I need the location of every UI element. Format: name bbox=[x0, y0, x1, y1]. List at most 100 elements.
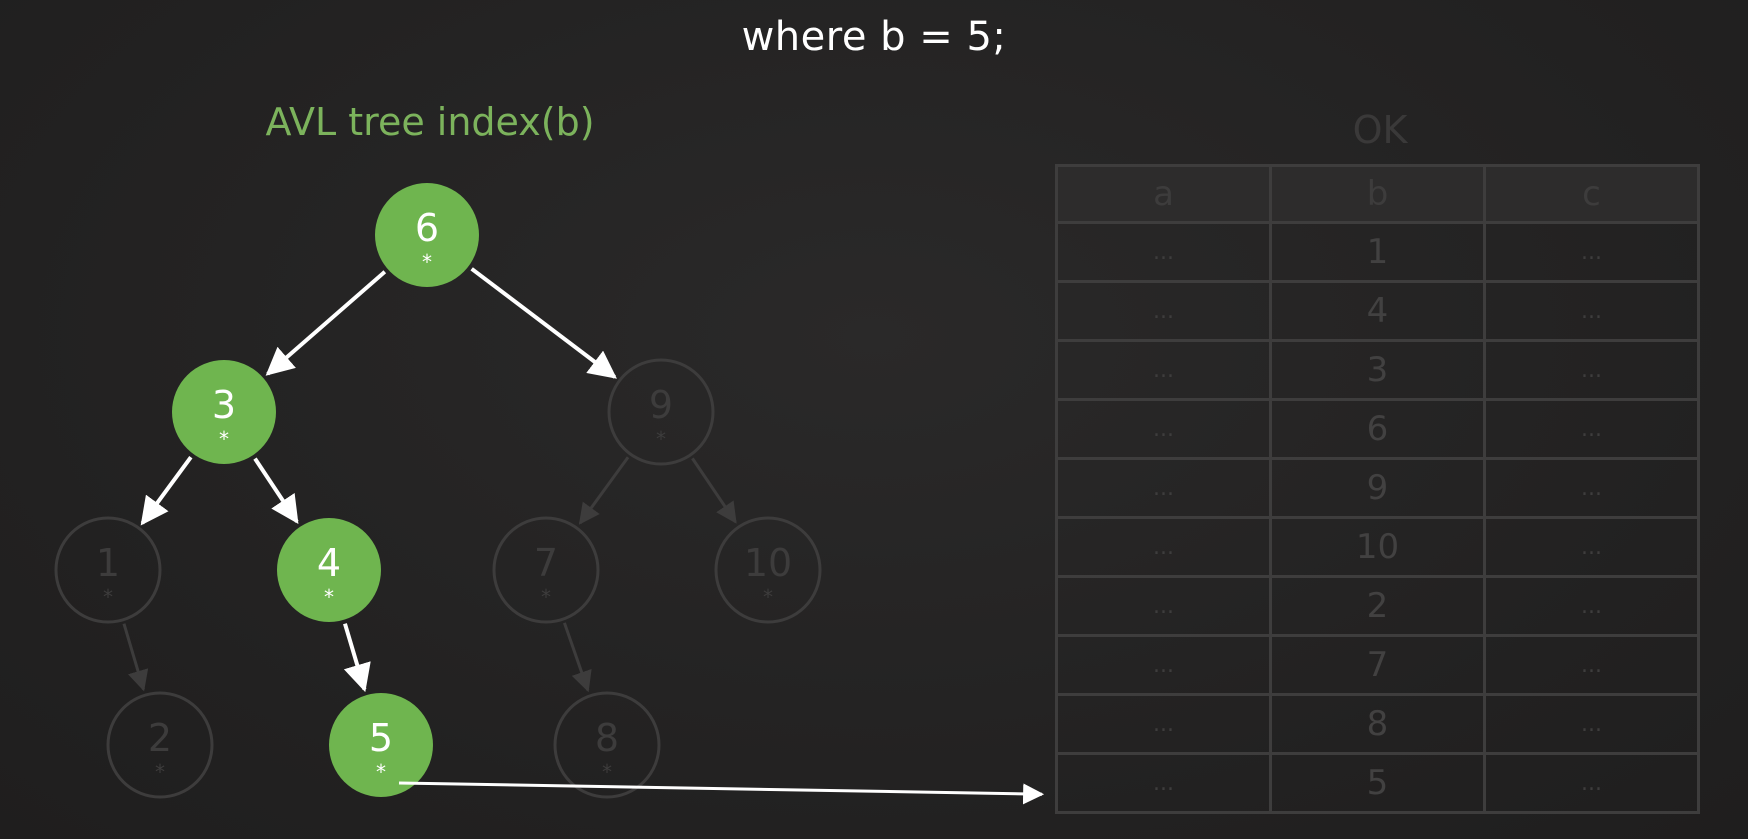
table-cell: ... bbox=[1483, 339, 1700, 401]
table-cell: 6 bbox=[1269, 398, 1486, 460]
table-title: OK bbox=[1352, 108, 1408, 152]
tree-node-circle bbox=[54, 516, 162, 624]
tree-edge-9-10 bbox=[691, 457, 737, 524]
column-header-c: c bbox=[1483, 164, 1700, 224]
tree-node-mark: * bbox=[656, 427, 666, 451]
row-pointer-arrow bbox=[398, 781, 1045, 805]
table-row: ...5... bbox=[1055, 752, 1700, 814]
table-row: ...6... bbox=[1055, 398, 1700, 460]
tree-node-7: 7* bbox=[492, 516, 600, 624]
tree-node-key: 1 bbox=[96, 541, 120, 585]
tree-node-mark: * bbox=[602, 760, 612, 784]
table-cell: ... bbox=[1483, 693, 1700, 755]
table-cell: 7 bbox=[1269, 634, 1486, 696]
tree-node-1: 1* bbox=[54, 516, 162, 624]
tree-node-5: 5* bbox=[329, 693, 433, 797]
table-cell: ... bbox=[1055, 457, 1272, 519]
table-cell: ... bbox=[1055, 221, 1272, 283]
table-cell: 3 bbox=[1269, 339, 1486, 401]
tree-node-circle bbox=[329, 693, 433, 797]
table-cell: ... bbox=[1055, 634, 1272, 696]
table-cell: ... bbox=[1483, 575, 1700, 637]
table-row: ...9... bbox=[1055, 457, 1700, 519]
table-cell: 2 bbox=[1269, 575, 1486, 637]
tree-node-mark: * bbox=[376, 760, 386, 784]
table-cell: 10 bbox=[1269, 516, 1486, 578]
tree-edges bbox=[122, 267, 737, 693]
tree-node-key: 2 bbox=[148, 716, 172, 760]
tree-node-4: 4* bbox=[277, 518, 381, 622]
tree-node-key: 7 bbox=[534, 541, 558, 585]
table-cell: ... bbox=[1483, 398, 1700, 460]
table-row: ...1... bbox=[1055, 221, 1700, 283]
tree-edge-4-5 bbox=[343, 623, 371, 693]
tree-node-mark: * bbox=[763, 585, 773, 609]
tree-edge-6-9 bbox=[470, 267, 617, 379]
data-table: a b c ...1......4......3......6......9..… bbox=[1055, 164, 1700, 814]
table-cell: 8 bbox=[1269, 693, 1486, 755]
table-header-row: a b c bbox=[1055, 164, 1700, 224]
tree-node-key: 5 bbox=[369, 716, 393, 760]
tree-node-circle bbox=[277, 518, 381, 622]
tree-edge-3-4 bbox=[253, 457, 299, 525]
tree-node-key: 3 bbox=[212, 383, 236, 427]
table-cell: ... bbox=[1055, 280, 1272, 342]
tree-node-circle bbox=[492, 516, 600, 624]
table-cell: 9 bbox=[1269, 457, 1486, 519]
tree-node-key: 10 bbox=[744, 541, 792, 585]
tree-index-title: AVL tree index(b) bbox=[265, 100, 595, 144]
tree-node-3: 3* bbox=[172, 360, 276, 464]
table-cell: ... bbox=[1055, 752, 1272, 814]
column-header-a: a bbox=[1055, 164, 1272, 224]
table-cell: ... bbox=[1483, 221, 1700, 283]
tree-node-circle bbox=[106, 691, 214, 799]
tree-node-mark: * bbox=[219, 427, 229, 451]
tree-node-10: 10* bbox=[714, 516, 822, 624]
tree-node-9: 9* bbox=[607, 358, 715, 466]
tree-node-mark: * bbox=[324, 585, 334, 609]
tree-edge-1-2 bbox=[122, 623, 149, 692]
tree-edge-7-8 bbox=[563, 622, 592, 693]
table-cell: ... bbox=[1483, 516, 1700, 578]
tree-node-8: 8* bbox=[553, 691, 661, 799]
tree-node-circle bbox=[375, 183, 479, 287]
tree-node-circle bbox=[607, 358, 715, 466]
tree-node-mark: * bbox=[155, 760, 165, 784]
table-cell: ... bbox=[1483, 280, 1700, 342]
tree-node-2: 2* bbox=[106, 691, 214, 799]
table-row: ...7... bbox=[1055, 634, 1700, 696]
tree-node-circle bbox=[172, 360, 276, 464]
table-row: ...3... bbox=[1055, 339, 1700, 401]
table-cell: ... bbox=[1055, 398, 1272, 460]
table-cell: ... bbox=[1055, 516, 1272, 578]
table-cell: ... bbox=[1055, 693, 1272, 755]
tree-edge-9-7 bbox=[578, 456, 630, 525]
row-pointer bbox=[398, 781, 1045, 805]
table-row: ...2... bbox=[1055, 575, 1700, 637]
table-cell: ... bbox=[1483, 457, 1700, 519]
tree-node-key: 6 bbox=[415, 206, 439, 250]
table-row: ...8... bbox=[1055, 693, 1700, 755]
where-clause-title: where b = 5; bbox=[741, 14, 1007, 60]
table-cell: ... bbox=[1483, 634, 1700, 696]
table-cell: 1 bbox=[1269, 221, 1486, 283]
tree-node-key: 8 bbox=[595, 716, 619, 760]
tree-nodes: 6*3*9*1*4*7*10*2*5*8* bbox=[54, 183, 822, 799]
table-cell: ... bbox=[1483, 752, 1700, 814]
tree-node-circle bbox=[714, 516, 822, 624]
tree-node-mark: * bbox=[541, 585, 551, 609]
table-cell: ... bbox=[1055, 575, 1272, 637]
tree-edge-3-1 bbox=[140, 455, 193, 526]
table-row: ...4... bbox=[1055, 280, 1700, 342]
tree-node-circle bbox=[553, 691, 661, 799]
table-cell: 5 bbox=[1269, 752, 1486, 814]
tree-node-mark: * bbox=[422, 250, 432, 274]
tree-node-6: 6* bbox=[375, 183, 479, 287]
table-cell: ... bbox=[1055, 339, 1272, 401]
tree-node-mark: * bbox=[103, 585, 113, 609]
tree-edge-6-3 bbox=[265, 270, 387, 376]
tree-node-key: 9 bbox=[649, 383, 673, 427]
tree-node-key: 4 bbox=[317, 541, 341, 585]
